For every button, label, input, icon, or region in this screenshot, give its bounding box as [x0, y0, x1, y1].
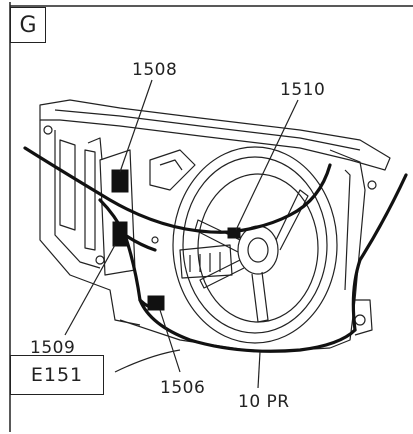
section-letter-box: G: [10, 7, 46, 43]
callout-1508: 1508: [132, 60, 178, 80]
leader-harness: [257, 351, 261, 389]
reference-code: E151: [30, 364, 84, 386]
leader-lines: [64, 79, 299, 389]
leader-1508: [119, 79, 153, 173]
leader-1510: [235, 99, 299, 231]
connector-1509: [112, 221, 128, 247]
wire-harness: [23, 146, 408, 353]
leader-1506: [159, 309, 181, 373]
section-letter: G: [19, 12, 37, 38]
connector-1510: [227, 227, 241, 239]
connector-1508: [111, 169, 129, 193]
frame-structure: [39, 99, 391, 353]
callout-harness: 10 PR: [238, 392, 290, 412]
connectors: [111, 169, 241, 311]
callout-1510: 1510: [280, 80, 326, 100]
connector-1506: [147, 295, 165, 311]
reference-code-box: E151: [10, 355, 104, 395]
callout-1509: 1509: [30, 338, 76, 358]
leader-1509: [64, 244, 116, 336]
leader-e151: [114, 349, 181, 373]
callout-1506: 1506: [160, 378, 206, 398]
